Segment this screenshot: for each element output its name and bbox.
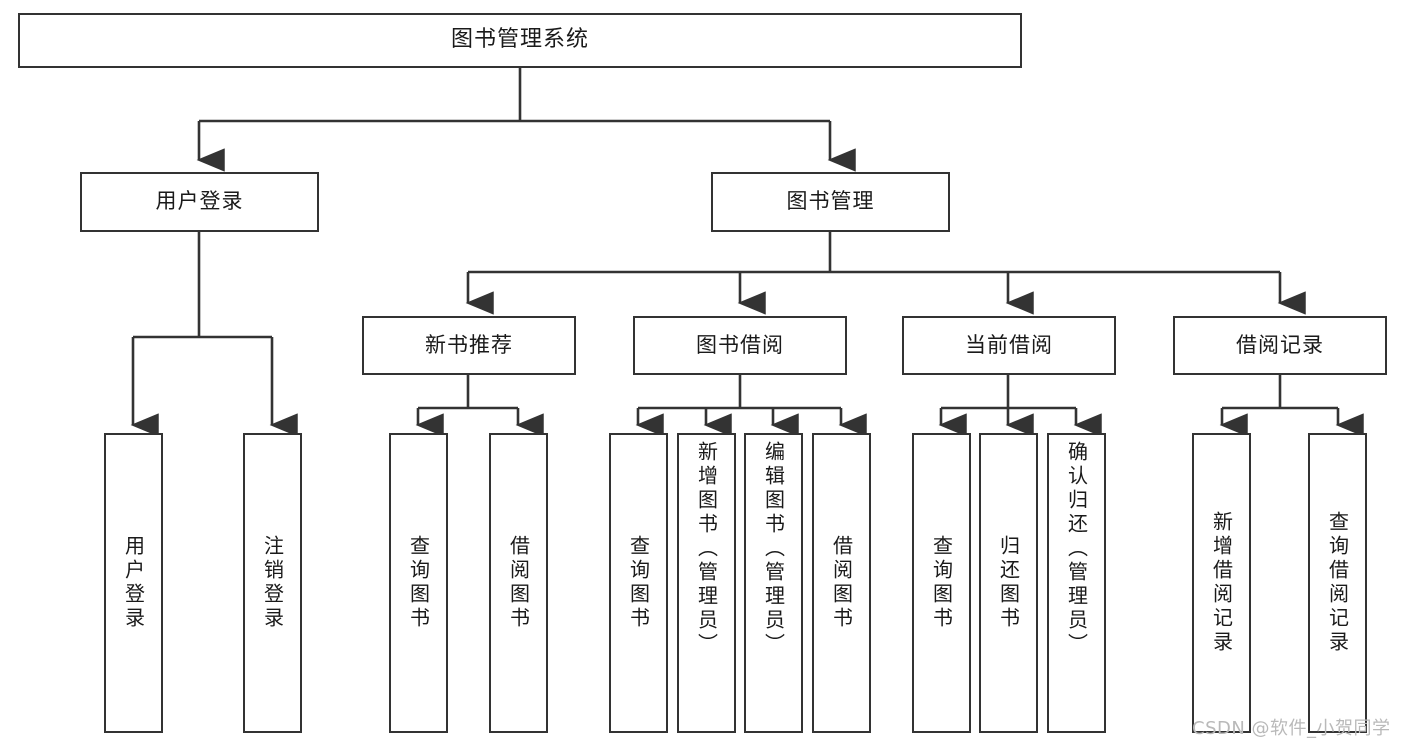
leaf-query-borrow-record[interactable]: 查询借阅记录 [1308,433,1367,733]
leaf-query-book-new-recommend[interactable]: 查询图书 [389,433,448,733]
leaf-query-book-current[interactable]: 查询图书 [912,433,971,733]
node-current-borrow[interactable]: 当前借阅 [902,316,1116,375]
leaf-confirm-return[interactable]: 确认归还（管理员） [1047,433,1106,733]
node-label: 注销登录 [260,535,285,631]
node-label: 新书推荐 [425,332,513,357]
node-label: 用户登录 [121,535,146,631]
node-label: 借阅图书 [829,535,854,631]
csdn-watermark: CSDN @软件_小贺同学 [1192,718,1391,739]
node-user-login[interactable]: 用户登录 [80,172,319,232]
node-label: 图书借阅 [696,332,784,357]
leaf-user-login[interactable]: 用户登录 [104,433,163,733]
node-label: 借阅图书 [506,535,531,631]
leaf-edit-book[interactable]: 编辑图书（管理员） [744,433,803,733]
leaf-query-book-borrow[interactable]: 查询图书 [609,433,668,733]
leaf-borrow-book-new-recommend[interactable]: 借阅图书 [489,433,548,733]
node-borrow-record[interactable]: 借阅记录 [1173,316,1387,375]
node-root-system[interactable]: 图书管理系统 [18,13,1022,68]
node-label: 编辑图书（管理员） [761,441,786,657]
node-label: 用户登录 [155,189,244,214]
leaf-add-borrow-record[interactable]: 新增借阅记录 [1192,433,1251,733]
node-label: 查询图书 [929,535,954,631]
node-label: 查询图书 [406,535,431,631]
leaf-add-book[interactable]: 新增图书（管理员） [677,433,736,733]
node-label: 图书管理 [786,189,875,214]
leaf-borrow-book-borrow[interactable]: 借阅图书 [812,433,871,733]
node-book-management[interactable]: 图书管理 [711,172,950,232]
node-new-book-recommend[interactable]: 新书推荐 [362,316,576,375]
leaf-logout-login[interactable]: 注销登录 [243,433,302,733]
node-label: 查询图书 [626,535,651,631]
leaf-return-book[interactable]: 归还图书 [979,433,1038,733]
node-book-borrow[interactable]: 图书借阅 [633,316,847,375]
node-label: 图书管理系统 [450,27,589,53]
node-label: 新增图书（管理员） [694,441,719,657]
node-label: 查询借阅记录 [1325,511,1350,655]
node-label: 新增借阅记录 [1209,511,1234,655]
node-label: 借阅记录 [1236,332,1324,357]
node-label: 当前借阅 [965,332,1053,357]
node-label: 确认归还（管理员） [1064,441,1089,657]
node-label: 归还图书 [996,535,1021,631]
